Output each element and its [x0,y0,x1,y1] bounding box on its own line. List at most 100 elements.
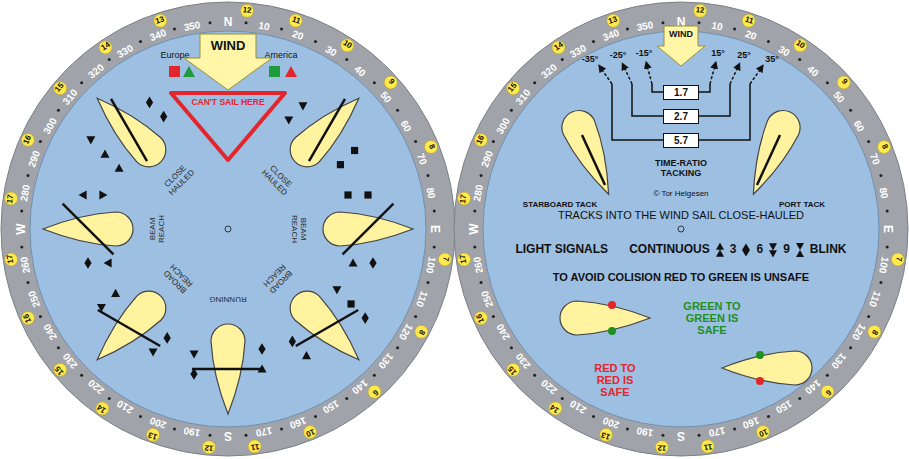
tick-dot [208,21,211,24]
degree-number: 170 [255,425,273,439]
bracket-line [699,84,750,140]
degree-number: 250 [26,290,42,309]
wind-arrow-outline [184,34,272,90]
light-symbol [190,350,199,358]
yellow-marker [458,253,471,266]
tick-dot [314,415,317,418]
yellow-marker [438,253,451,266]
marker-number: 17 [6,254,16,264]
light-symbol [769,250,777,257]
tick-dot [39,315,42,318]
degree-number: 130 [376,351,395,371]
note-text: -25° [610,51,627,61]
tick-dot [280,28,283,31]
yellow-marker [552,41,565,54]
marker-number: 7 [893,257,902,263]
degree-number: 240 [494,322,512,342]
yellow-marker [878,140,891,153]
tick-dot [433,246,436,249]
yellow-marker [600,428,613,441]
angle-arrow [750,68,761,84]
marker-number: 8 [869,328,879,336]
tick-dot [661,21,664,24]
yellow-marker [794,39,807,52]
tick-dot [473,209,476,212]
light-symbol [146,97,153,109]
degree-number: 220 [86,377,106,396]
light-symbol [111,289,120,297]
tick-dot [879,281,882,284]
marker-number: 11 [743,15,754,26]
light-symbol [115,164,124,172]
tick-dot [698,434,701,437]
light-symbol [364,191,371,198]
bracket-line [652,84,663,92]
degree-number: 50 [378,89,394,105]
cardinal-letter: E [880,225,893,233]
tick-dot [80,81,83,84]
ratio-box: 2.7 [663,109,699,124]
light-symbol [349,259,358,267]
point-of-sail: BROAD REACH [156,256,201,301]
degree-number: 340 [148,27,167,43]
marker-number: 14 [96,402,108,414]
tick-dot [396,109,399,112]
yellow-marker [837,76,850,89]
degree-number: 200 [601,415,620,431]
yellow-marker [742,14,755,27]
marker-number: 17 [6,193,16,203]
marker-number: 8 [426,143,436,150]
signal-symbol [715,242,725,258]
yellow-marker [474,312,487,325]
light-symbol [84,257,91,269]
angle-arrow [601,68,612,84]
degree-number: 250 [479,290,495,309]
ratio-box: 1.7 [663,85,699,100]
degree-number: 260 [18,256,32,274]
marker-number: 9 [839,78,849,87]
tick-dot [533,81,536,84]
tick-dot [426,281,429,284]
cardinal-letter: E [427,225,440,233]
sail-boat [560,301,650,335]
marker-number: 14 [99,41,111,53]
tick-dot [245,434,248,437]
signal-symbol [768,242,778,258]
light-symbol [284,117,293,125]
yellow-marker [289,14,302,27]
tick-dot [867,140,870,143]
tick-dot [886,209,889,212]
light-symbol [369,257,376,269]
sail-boat [283,284,371,372]
degree-number: 40 [353,63,369,79]
drawing-g [601,65,762,140]
yellow-marker [607,14,620,27]
inner-disk [30,31,426,427]
ratio-box: 5.7 [663,133,699,148]
point-of-sail: CLOSE HAULED [156,157,201,202]
marker-number: 11 [703,441,712,451]
sail-boat [556,105,624,201]
signal-text: 3 [730,243,737,256]
tick-dot [108,397,111,400]
tick-dot [373,81,376,84]
yellow-marker [507,363,520,376]
degree-number: 60 [399,118,414,133]
tick-dot [345,397,348,400]
bracket-line [612,84,663,140]
note-text: 35° [765,55,779,65]
note-text: 25° [737,51,751,61]
green-light [756,351,764,359]
note-text: TO AVOID COLISION RED TO GREEN IS UNSAFE [553,271,809,283]
tick-dot [510,109,513,112]
marker-number: 11 [250,441,259,451]
point-of-sail: BEAM REACH [289,206,307,252]
bracket-line [699,84,710,92]
marker-number: 10 [757,426,769,437]
degree-number: 140 [803,377,823,396]
note-text: RED TO RED IS SAFE [587,362,643,398]
tick-dot [626,427,629,430]
yellow-marker [458,192,471,205]
degree-number: 300 [41,116,59,136]
sail-line [296,310,358,346]
